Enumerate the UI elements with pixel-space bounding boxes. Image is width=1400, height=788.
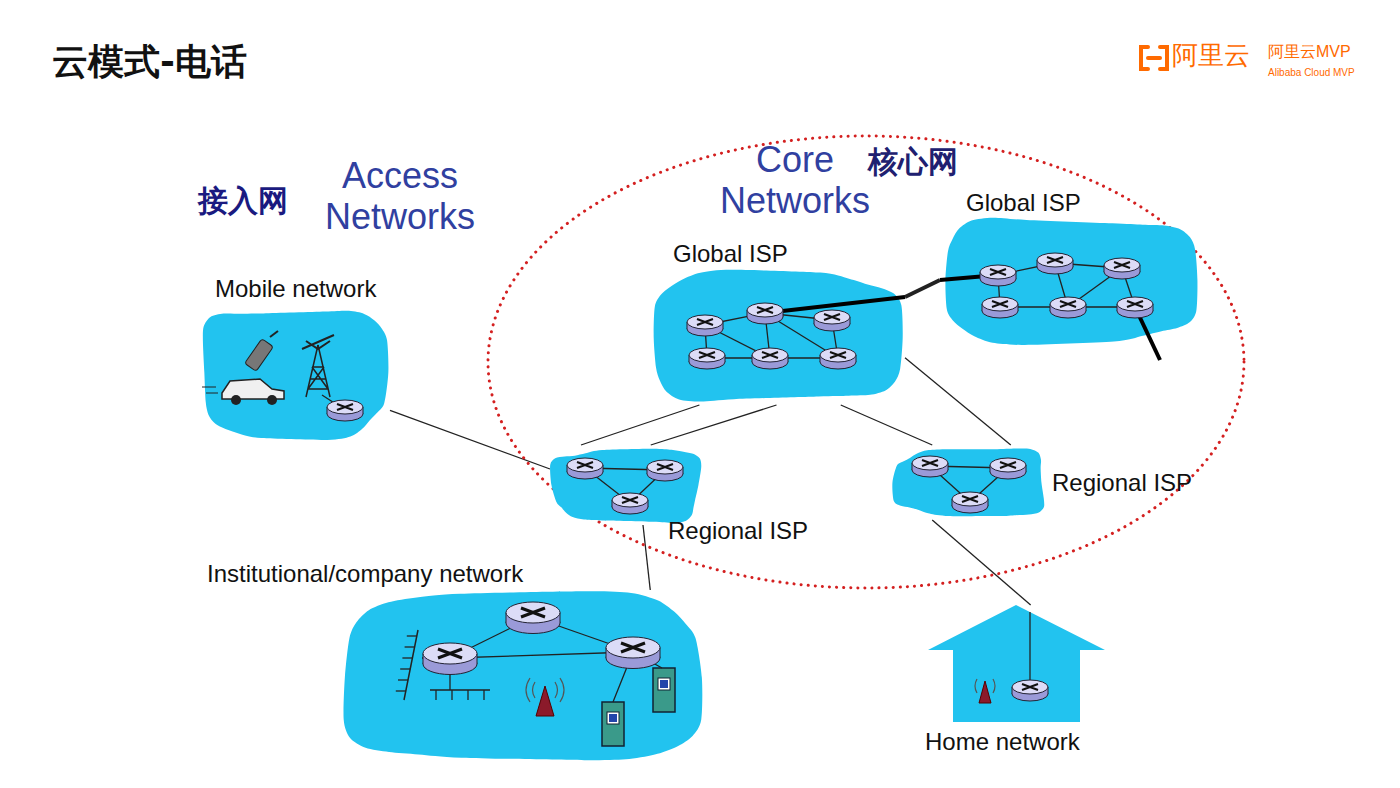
chinese-heading: 接入网 [198, 184, 288, 219]
network-link [643, 525, 650, 590]
node-outline [893, 445, 1050, 520]
network-link [905, 358, 1011, 445]
label-holder: Home network [925, 728, 1080, 756]
label-holder: 核心网 [868, 145, 958, 180]
label-holder: Global ISP [966, 189, 1081, 217]
slide-title: 云模式-电话 [52, 38, 247, 87]
node-outline [928, 605, 1105, 722]
logo-text: 阿里云 [1172, 41, 1250, 71]
network-link [390, 410, 550, 469]
router-icon [606, 637, 660, 669]
network-label: Institutional/company network [207, 560, 523, 588]
label-holder: 阿里云 [1172, 41, 1250, 71]
router-icon [327, 400, 363, 421]
node-outline [198, 305, 390, 440]
network-label: Regional ISP [1052, 469, 1192, 497]
router-icon [1037, 253, 1073, 274]
node-outline [648, 270, 905, 405]
network-link [651, 405, 777, 445]
label-holder: Mobile network [215, 275, 376, 303]
router-icon [1050, 297, 1086, 318]
label-holder: 阿里云MVP [1268, 43, 1351, 61]
network-label: Mobile network [215, 275, 376, 303]
router-icon [747, 303, 783, 324]
logo-text: Alibaba Cloud MVP [1268, 67, 1355, 79]
title-holder: 云模式-电话 [52, 38, 247, 87]
logo-text: 阿里云MVP [1268, 43, 1351, 61]
node-outline [550, 445, 705, 525]
network-label: Global ISP [966, 189, 1081, 217]
label-holder: Institutional/company network [207, 560, 523, 588]
network-label: Home network [925, 728, 1080, 756]
router-icon [1012, 680, 1048, 701]
network-label: Global ISP [673, 240, 788, 268]
network-cloud: Global ISP [940, 215, 1200, 345]
network-cloud: Mobile network [198, 305, 390, 440]
network-cloud: Institutional/company network [340, 590, 705, 765]
router-icon [1117, 297, 1153, 318]
router-icon [990, 458, 1026, 479]
router-icon [647, 460, 683, 481]
router-icon [912, 456, 948, 477]
network-label: Regional ISP [668, 517, 808, 545]
label-holder: 接入网 [198, 184, 288, 219]
router-icon [567, 458, 603, 479]
label-holder: Regional ISP [1052, 469, 1192, 497]
network-cloud: Regional ISP [550, 445, 705, 525]
network-cloud: Regional ISP [893, 445, 1050, 520]
router-icon [423, 643, 477, 675]
router-icon [689, 348, 725, 369]
node-outline [940, 215, 1200, 345]
router-icon [980, 265, 1016, 286]
label-holder: Alibaba Cloud MVP [1268, 62, 1355, 80]
label-holder: Global ISP [673, 240, 788, 268]
core-region: Global ISPGlobal ISPRegional ISPRegional… [485, 133, 1247, 591]
router-icon [506, 602, 560, 634]
region-heading: 核心网 [868, 145, 958, 180]
home-network: Home network [928, 605, 1105, 722]
router-icon [687, 315, 723, 336]
network-link [581, 405, 699, 445]
node-outline [340, 590, 705, 765]
router-icon [1104, 258, 1140, 279]
router-icon [952, 492, 988, 513]
section-heading: Access Networks [300, 155, 500, 238]
router-icon [752, 348, 788, 369]
network-link [932, 520, 1030, 605]
network-cloud: Global ISP [648, 270, 905, 405]
router-icon [820, 348, 856, 369]
network-link [905, 280, 940, 297]
network-link [841, 405, 933, 445]
router-icon [612, 493, 648, 514]
label-holder: Regional ISP [668, 517, 808, 545]
router-icon [814, 310, 850, 331]
label-holder: Access Networks [300, 155, 500, 238]
router-icon [982, 297, 1018, 318]
